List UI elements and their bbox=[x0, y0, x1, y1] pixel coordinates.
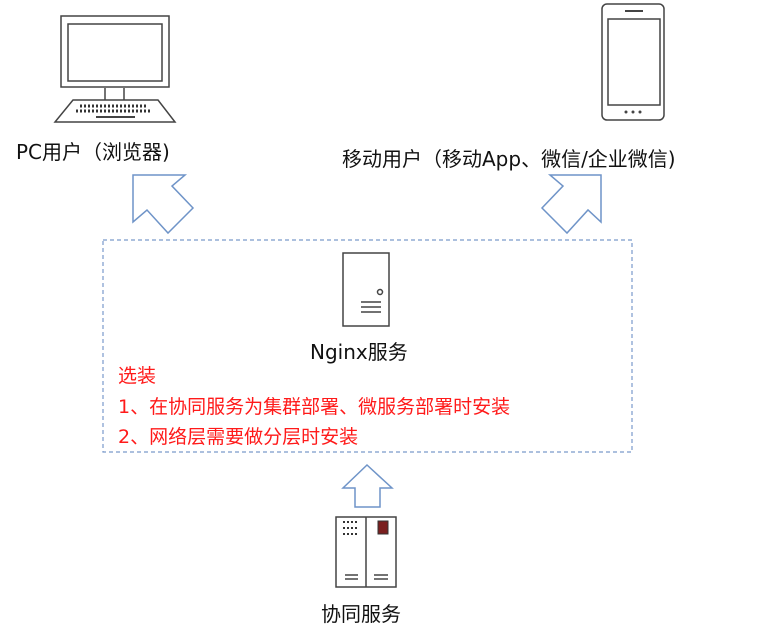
server-icon bbox=[342, 252, 390, 327]
pc-user-label: PC用户（浏览器) bbox=[16, 140, 170, 164]
nginx-optional-box bbox=[102, 239, 633, 453]
desktop-computer-icon bbox=[53, 15, 177, 123]
arrow-to-pc-icon bbox=[132, 174, 195, 235]
mobile-user-label: 移动用户（移动App、微信/企业微信) bbox=[342, 147, 676, 171]
arrow-to-mobile-icon bbox=[540, 174, 602, 235]
smartphone-icon bbox=[601, 3, 665, 121]
arrow-up-icon bbox=[341, 463, 394, 508]
collab-label: 协同服务 bbox=[321, 602, 401, 626]
server-rack-icon bbox=[335, 516, 397, 588]
note-line-2: 2、网络层需要做分层时安装 bbox=[118, 426, 359, 448]
note-line-1: 1、在协同服务为集群部署、微服务部署时安装 bbox=[118, 396, 511, 418]
nginx-label: Nginx服务 bbox=[310, 340, 408, 364]
note-title: 选装 bbox=[118, 365, 157, 387]
